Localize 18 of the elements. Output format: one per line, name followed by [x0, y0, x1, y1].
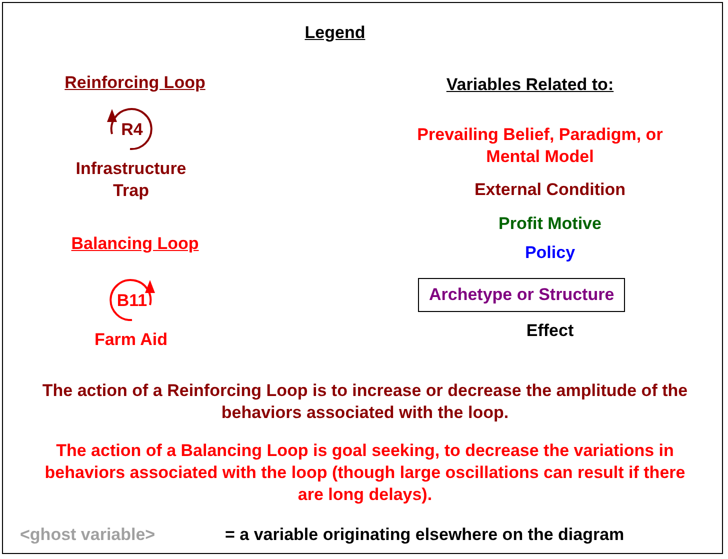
loop-id: B11: [116, 290, 148, 312]
description-text: The action of a Balancing Loop is goal seeking, to decrease the variations in behaviors associated with the loop (though large oscillations can result if there are long delays).: [44, 440, 686, 506]
variables-heading: Variables Related to:: [445, 74, 615, 96]
variable-key-text: Policy: [524, 242, 576, 264]
variable-key-text: Profit Motive: [498, 213, 602, 235]
variable-key-text: External Condition: [473, 179, 627, 201]
ghost-variable-text: <ghost variable>: [20, 524, 156, 546]
legend-heading: Legend: [304, 22, 366, 44]
loop-type-heading: Reinforcing Loop: [64, 72, 206, 94]
variable-key-text: Effect: [525, 320, 575, 342]
loop-name: Farm Aid: [93, 329, 169, 351]
loop-id: R4: [120, 119, 144, 141]
loop-type-heading: Balancing Loop: [70, 233, 200, 255]
variable-key-text: Prevailing Belief, Paradigm, or Mental Model: [416, 124, 664, 168]
ghost-variable-definition: = a variable originating elsewhere on the diagram: [225, 524, 626, 546]
loop-name: Infrastructure Trap: [74, 158, 188, 202]
structure-key-box: Archetype or Structure: [418, 278, 626, 312]
description-text: The action of a Reinforcing Loop is to increase or decrease the amplitude of the behaviors associated with the loop.: [41, 380, 689, 424]
